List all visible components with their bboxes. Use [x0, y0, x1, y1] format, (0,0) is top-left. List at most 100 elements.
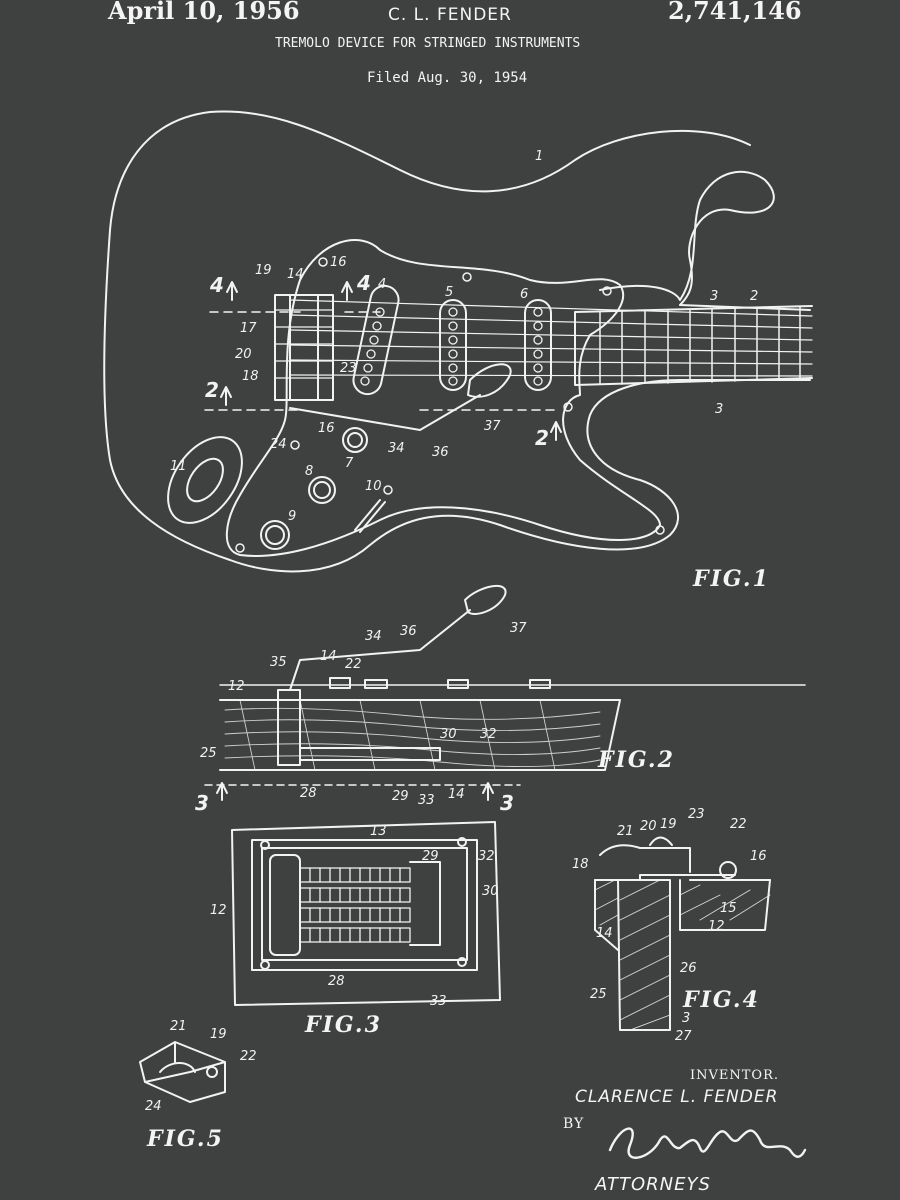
svg-text:3: 3 [715, 402, 723, 417]
svg-text:4: 4 [356, 271, 371, 295]
svg-text:5: 5 [445, 285, 453, 300]
control-knobs [260, 427, 368, 550]
fig3-bottom-view [231, 821, 501, 1006]
patent-date: April 10, 1956 [108, 0, 300, 25]
tremolo-arm-fig2 [289, 584, 507, 691]
svg-text:13: 13 [370, 824, 387, 839]
fig2-section-drawing [204, 584, 806, 801]
svg-text:3: 3 [500, 791, 514, 815]
svg-text:21: 21 [617, 824, 634, 839]
svg-text:22: 22 [240, 1049, 257, 1064]
svg-text:20: 20 [640, 819, 657, 834]
tremolo-arm [289, 363, 512, 431]
patent-number: 2,741,146 [668, 0, 802, 25]
svg-text:12: 12 [210, 903, 227, 918]
cavity-outline [231, 821, 501, 1006]
svg-text:2: 2 [205, 378, 219, 402]
svg-text:20: 20 [235, 347, 252, 362]
svg-text:18: 18 [572, 857, 589, 872]
svg-text:32: 32 [480, 727, 497, 742]
svg-text:37: 37 [510, 621, 527, 636]
svg-text:36: 36 [400, 624, 417, 639]
svg-text:2: 2 [535, 426, 549, 450]
pickguard-screws [235, 257, 665, 553]
svg-text:3: 3 [710, 289, 718, 304]
section-lines [204, 311, 561, 411]
svg-text:33: 33 [418, 793, 435, 808]
svg-text:14: 14 [448, 787, 465, 802]
svg-text:29: 29 [422, 849, 439, 864]
svg-text:16: 16 [330, 255, 347, 270]
svg-text:1: 1 [535, 149, 543, 164]
fig5-saddle-drawing [139, 1041, 226, 1103]
fig4-detail-section [594, 836, 771, 1031]
svg-text:24: 24 [270, 437, 287, 452]
pickguard-outline [225, 239, 661, 557]
svg-text:28: 28 [328, 974, 345, 989]
svg-text:24: 24 [145, 1099, 162, 1114]
svg-text:9: 9 [288, 509, 296, 524]
fig3-label: FIG.3 [305, 1012, 382, 1038]
inventor-full-name: CLARENCE L. FENDER [575, 1087, 779, 1107]
svg-text:23: 23 [340, 361, 357, 376]
svg-text:16: 16 [318, 421, 335, 436]
svg-text:27: 27 [675, 1029, 692, 1044]
svg-text:3: 3 [195, 791, 209, 815]
svg-text:12: 12 [228, 679, 245, 694]
wood-hatch [224, 699, 601, 771]
svg-text:11: 11 [170, 459, 187, 474]
svg-text:22: 22 [730, 817, 747, 832]
svg-text:3: 3 [682, 1011, 690, 1026]
svg-text:25: 25 [200, 746, 217, 761]
svg-text:26: 26 [680, 961, 697, 976]
filed-date: Filed Aug. 30, 1954 [367, 70, 528, 86]
svg-text:10: 10 [365, 479, 382, 494]
svg-text:19: 19 [660, 817, 677, 832]
svg-text:25: 25 [590, 987, 607, 1002]
fig4-label: FIG.4 [683, 987, 760, 1013]
svg-text:32: 32 [478, 849, 495, 864]
attorney-signature [608, 1127, 807, 1159]
svg-text:35: 35 [270, 655, 287, 670]
svg-text:8: 8 [305, 464, 313, 479]
frets [599, 306, 801, 385]
svg-text:23: 23 [688, 807, 705, 822]
svg-text:14: 14 [596, 926, 613, 941]
svg-text:22: 22 [345, 657, 362, 672]
svg-text:4: 4 [209, 273, 224, 297]
fretboard [574, 305, 813, 386]
svg-text:36: 36 [432, 445, 449, 460]
guitar-body-outline [599, 170, 775, 306]
svg-text:19: 19 [210, 1027, 227, 1042]
block-detail [617, 879, 671, 1031]
fig5-label: FIG.5 [147, 1126, 224, 1152]
svg-text:14: 14 [320, 649, 337, 664]
fig2-label: FIG.2 [598, 747, 675, 773]
svg-text:34: 34 [388, 441, 405, 456]
patent-title: TREMOLO DEVICE FOR STRINGED INSTRUMENTS [275, 36, 581, 51]
bridge [274, 294, 334, 401]
selector-switch [354, 499, 386, 533]
svg-text:19: 19 [255, 263, 272, 278]
svg-text:17: 17 [240, 321, 257, 336]
svg-text:14: 14 [287, 267, 304, 282]
tremolo-springs [299, 867, 411, 943]
inventor-header: C. L. FENDER [388, 5, 512, 25]
svg-text:30: 30 [440, 727, 457, 742]
attorneys-label: ATTORNEYS [595, 1174, 711, 1195]
svg-text:21: 21 [170, 1019, 187, 1034]
svg-text:12: 12 [708, 919, 725, 934]
svg-text:7: 7 [345, 456, 354, 471]
svg-text:33: 33 [430, 994, 447, 1009]
svg-text:30: 30 [482, 884, 499, 899]
svg-text:15: 15 [720, 901, 737, 916]
section-arrows [220, 281, 562, 441]
svg-text:34: 34 [365, 629, 382, 644]
svg-text:2: 2 [750, 289, 758, 304]
svg-text:29: 29 [392, 789, 409, 804]
svg-text:37: 37 [484, 419, 501, 434]
